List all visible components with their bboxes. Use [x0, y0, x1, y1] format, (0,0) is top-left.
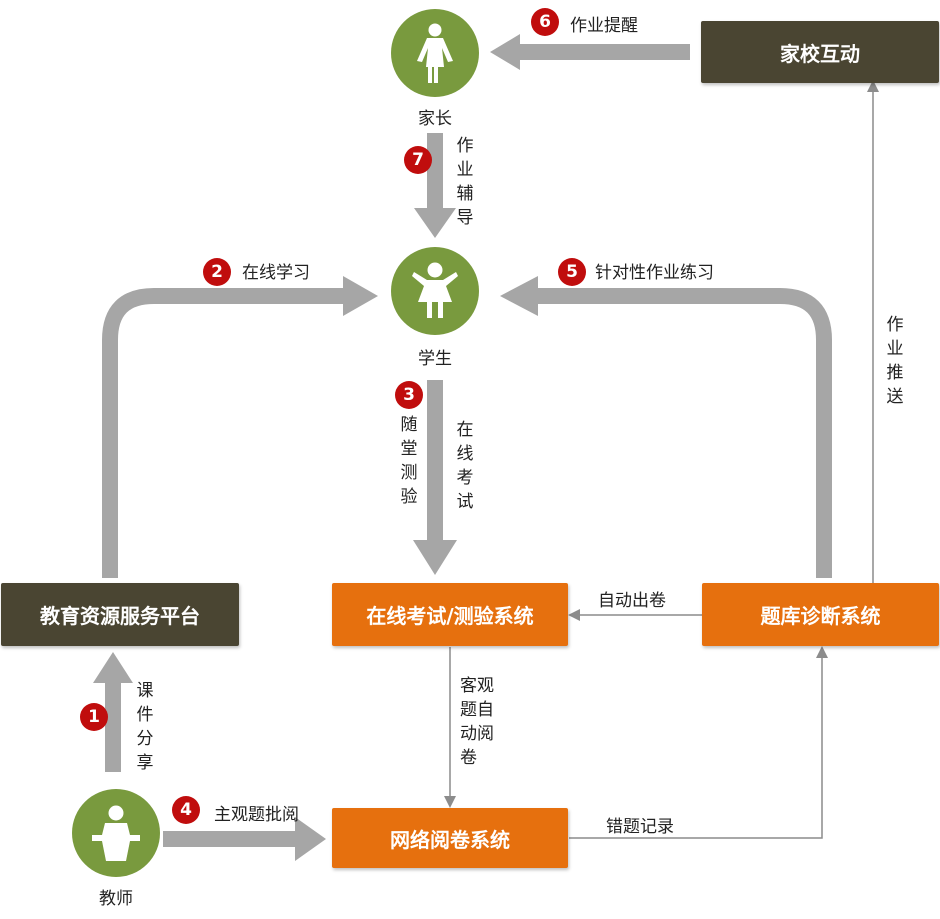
homework-tutoring-arrow	[414, 133, 456, 238]
wrong-records-label: 错题记录	[606, 817, 674, 837]
home-school-box: 家校互动	[701, 21, 939, 83]
homework-reminder-arrow	[490, 34, 690, 70]
badge-4: 4	[172, 796, 200, 824]
online-exam-label: 在线考试	[456, 420, 474, 512]
teacher-circle	[72, 789, 160, 877]
homework-tutoring-label: 作业辅导	[456, 136, 474, 228]
marking-system-label: 网络阅卷系统	[390, 827, 510, 852]
teacher-podium-icon	[92, 805, 140, 861]
badge-3: 3	[395, 381, 423, 409]
online-learning-label: 在线学习	[242, 263, 310, 283]
woman-icon	[417, 23, 453, 83]
exam-system-label: 在线考试/测验系统	[366, 604, 534, 628]
online-learning-arrowhead	[343, 276, 378, 316]
badge-2: 2	[203, 258, 231, 286]
parent-circle	[391, 9, 479, 97]
targeted-practice-label: 针对性作业练习	[595, 263, 714, 283]
student-circle	[391, 247, 479, 335]
badge-7: 7	[404, 146, 432, 174]
homework-push-head	[867, 80, 879, 92]
marking-system-box: 网络阅卷系统	[332, 808, 568, 868]
parent-label: 家长	[418, 109, 452, 129]
wrong-records-head	[816, 646, 828, 658]
courseware-share-arrow	[93, 652, 133, 772]
teacher-label: 教师	[99, 889, 133, 909]
auto-marking-label: 客观题自动阅卷	[460, 676, 494, 768]
homework-reminder-label: 作业提醒	[570, 16, 638, 36]
subjective-marking-arrow	[163, 817, 326, 861]
subjective-marking-label: 主观题批阅	[214, 805, 299, 825]
home-school-label: 家校互动	[780, 41, 860, 66]
question-bank-box: 题库诊断系统	[702, 583, 939, 646]
targeted-practice-arrow-body	[536, 288, 832, 578]
badge-6: 6	[531, 8, 559, 36]
resource-platform-label: 教育资源服务平台	[40, 604, 200, 628]
resource-platform-box: 教育资源服务平台	[1, 583, 239, 646]
question-bank-label: 题库诊断系统	[760, 604, 881, 628]
auto-paper-head	[568, 609, 580, 621]
child-icon	[412, 262, 458, 318]
exam-system-box: 在线考试/测验系统	[332, 583, 568, 646]
online-learning-arrow-body	[102, 288, 345, 578]
homework-push-label: 作业推送	[886, 315, 904, 407]
student-label: 学生	[418, 349, 452, 369]
auto-marking-head	[444, 796, 456, 808]
wrong-records-line	[569, 656, 823, 839]
badge-1: 1	[80, 703, 108, 731]
badge-5: 5	[558, 258, 586, 286]
classroom-quiz-label: 随堂测验	[400, 415, 418, 507]
targeted-practice-arrowhead	[500, 276, 538, 316]
courseware-share-label: 课件分享	[136, 681, 154, 773]
auto-paper-label: 自动出卷	[598, 591, 666, 611]
quiz-exam-arrow	[413, 380, 457, 575]
